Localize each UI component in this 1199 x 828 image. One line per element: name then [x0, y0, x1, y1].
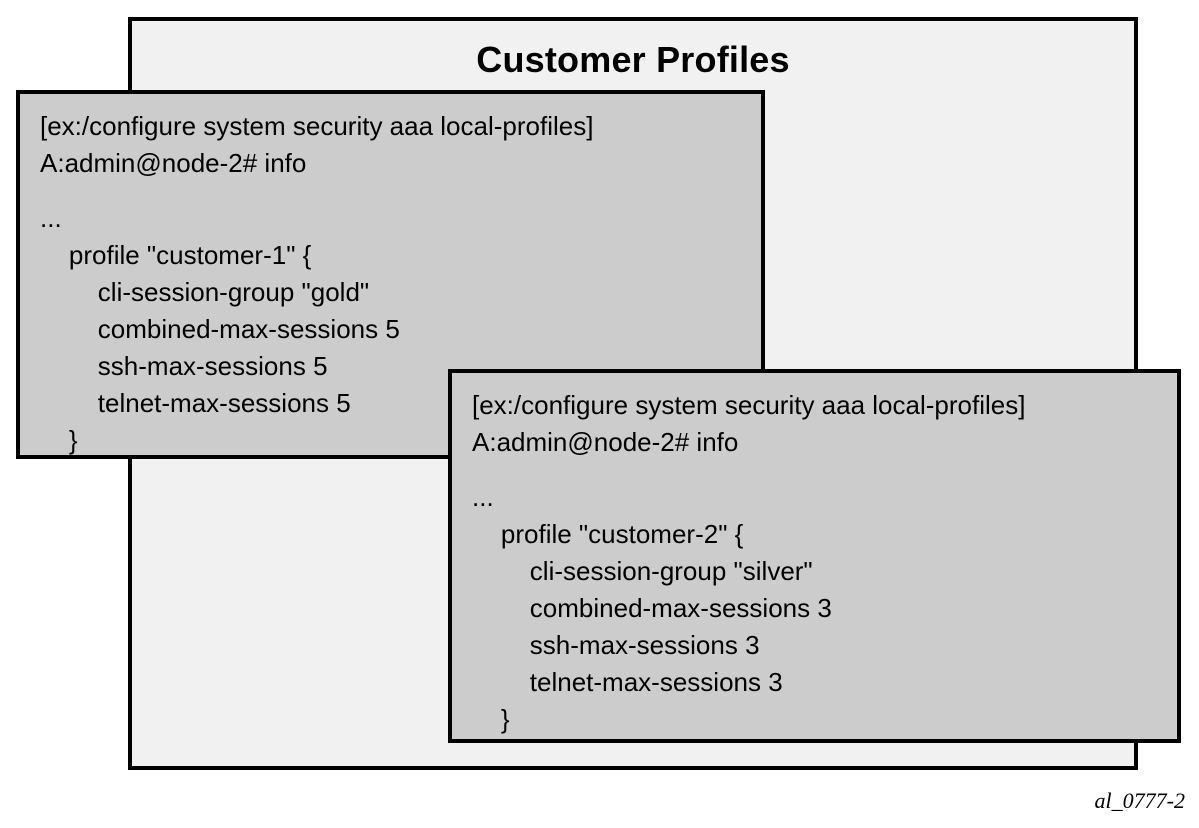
cli-line: cli-session-group "silver" — [472, 556, 813, 586]
cli-line: telnet-max-sessions 3 — [472, 667, 783, 697]
cli-line: telnet-max-sessions 5 — [40, 388, 351, 418]
cli-line-blank — [472, 461, 1161, 479]
cli-line: ssh-max-sessions 5 — [40, 351, 328, 381]
cli-line: A:admin@node-2# info — [472, 427, 739, 457]
cli-line: [ex:/configure system security aaa local… — [472, 390, 1026, 420]
cli-line-ellipsis: ... — [472, 482, 494, 512]
cli-line: profile "customer-2" { — [472, 519, 744, 549]
cli-line: A:admin@node-2# info — [40, 148, 307, 178]
cli-line: ssh-max-sessions 3 — [472, 630, 760, 660]
page-title: Customer Profiles — [476, 39, 790, 80]
cli-line-blank — [40, 182, 745, 200]
cli-line: [ex:/configure system security aaa local… — [40, 111, 594, 141]
cli-example-block-customer-2: [ex:/configure system security aaa local… — [448, 369, 1181, 743]
cli-line-ellipsis: ... — [40, 203, 62, 233]
cli-line: cli-session-group "gold" — [40, 277, 370, 307]
figure-id-caption: al_0777-2 — [1094, 788, 1185, 813]
cli-line: combined-max-sessions 3 — [472, 593, 832, 623]
cli-line: } — [472, 704, 510, 734]
cli-line: combined-max-sessions 5 — [40, 314, 400, 344]
cli-line: profile "customer-1" { — [40, 240, 312, 270]
cli-line: } — [40, 425, 78, 455]
